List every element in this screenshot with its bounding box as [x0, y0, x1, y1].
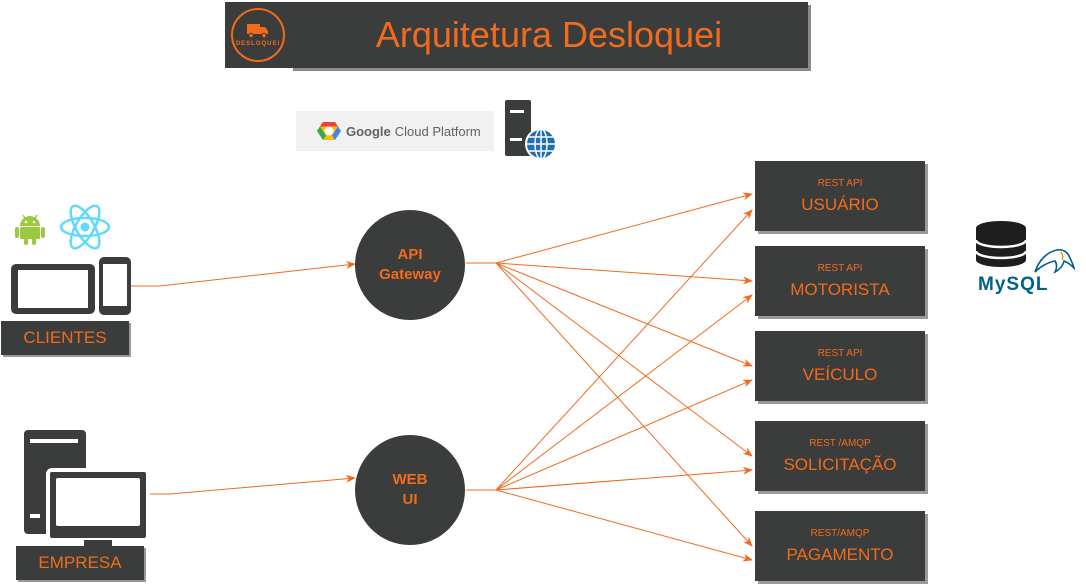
cloud-product: Cloud Platform: [394, 123, 481, 139]
service-protocol: REST API: [817, 177, 863, 189]
service-veiculo: REST API VEÍCULO: [755, 331, 925, 401]
android-icon: [15, 214, 45, 245]
edge-gateway-pagamento: [466, 262, 753, 547]
service-name: VEÍCULO: [802, 364, 878, 384]
database-icon: [974, 221, 1028, 267]
service-name: SOLICITAÇÃO: [783, 454, 897, 474]
logo-circle: DESLOQUEI: [231, 8, 285, 62]
desktop-computer-icon: [24, 430, 150, 548]
web-ui-line1: WEB: [392, 471, 428, 488]
service-name: MOTORISTA: [790, 279, 890, 299]
service-pagamento: REST/AMQP PAGAMENTO: [755, 511, 925, 581]
mysql-label: MySQL: [978, 274, 1049, 295]
service-protocol: REST /AMQP: [809, 437, 871, 449]
devices-icon: [11, 257, 131, 315]
truck-icon: [247, 23, 268, 38]
mysql-dolphin-icon: [1034, 249, 1075, 274]
service-protocol: REST API: [817, 347, 863, 359]
service-solicitacao: REST /AMQP SOLICITAÇÃO: [755, 421, 925, 491]
service-protocol: REST API: [817, 262, 863, 274]
cloud-platform-badge: Google Cloud Platform: [296, 111, 494, 151]
service-protocol: REST/AMQP: [810, 527, 870, 539]
web-ui-node: WEB UI: [355, 435, 465, 545]
edge-empresa-webui: [148, 474, 356, 495]
cloud-brand: Google: [346, 123, 391, 139]
logo-text: DESLOQUEI: [235, 40, 281, 47]
api-gateway-line2: Gateway: [379, 266, 441, 283]
edge-webui-usuario: [466, 209, 753, 491]
api-gateway-node: API Gateway: [355, 210, 465, 320]
edge-gateway-usuario: [466, 192, 753, 264]
edge-gateway-motorista: [466, 262, 753, 285]
empresa-label: EMPRESA: [16, 546, 144, 580]
service-usuario: REST API USUÁRIO: [755, 161, 925, 231]
clientes-label: CLIENTES: [1, 321, 129, 355]
service-name: PAGAMENTO: [786, 544, 894, 564]
page-title: Arquitetura Desloquei: [290, 2, 808, 68]
edge-webui-pagamento: [466, 489, 753, 562]
logo: DESLOQUEI: [225, 2, 291, 68]
web-ui-line2: UI: [402, 491, 418, 508]
web-server-icon: [505, 100, 557, 160]
react-icon: [59, 204, 111, 250]
edge-webui-motorista: [466, 294, 753, 491]
google-cloud-icon: [317, 122, 341, 140]
service-name: USUÁRIO: [801, 194, 879, 214]
service-motorista: REST API MOTORISTA: [755, 246, 925, 316]
edge-gateway-solicitacao: [466, 262, 753, 457]
edge-clientes-gateway: [130, 261, 356, 287]
api-gateway-line1: API: [397, 246, 423, 263]
